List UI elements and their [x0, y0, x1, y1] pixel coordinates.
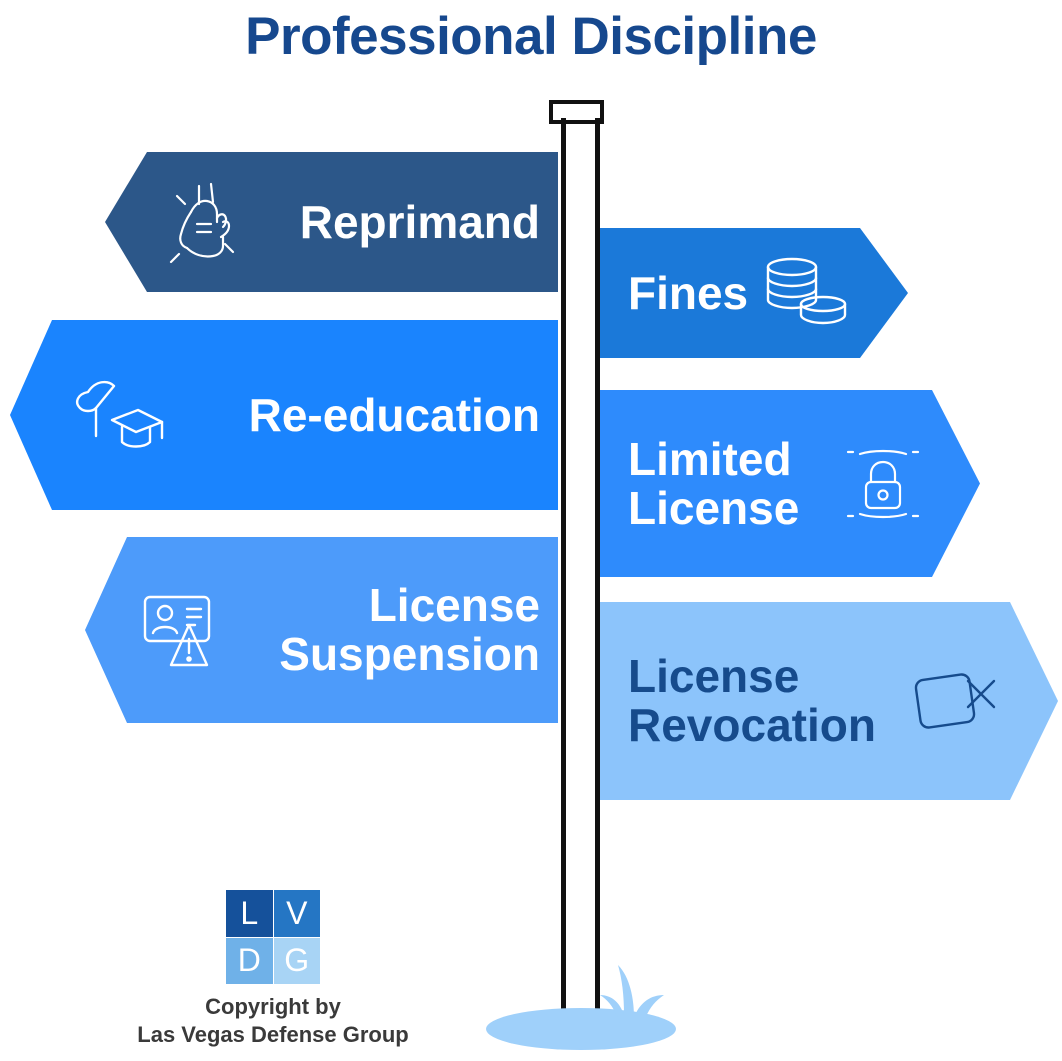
sign-license-revocation[interactable]: License Revocation	[600, 602, 1058, 800]
id-card-warning-icon	[143, 595, 211, 667]
grass-tuft-icon	[600, 965, 664, 1033]
sign-reprimand-label: Reprimand	[299, 195, 540, 248]
scolding-hand-icon	[169, 182, 235, 264]
logo-cell-g: G	[273, 937, 320, 984]
signpost-rail-left	[561, 118, 566, 1018]
sign-fines[interactable]: Fines	[600, 228, 908, 358]
logo-cell-d: D	[226, 937, 273, 984]
graduation-cap-flag-icon	[76, 380, 164, 448]
copyright-text: Copyright by Las Vegas Defense Group	[137, 994, 409, 1047]
sign-limited-license-label: Limited License	[628, 432, 800, 534]
padlock-brackets-icon	[844, 442, 922, 526]
sign-fines-label: Fines	[628, 266, 749, 319]
logo-cell-v: V	[273, 890, 320, 937]
logo-block: L V D G Copyright by Las Vegas Defense G…	[133, 890, 413, 1049]
sign-limited-license[interactable]: Limited License	[600, 390, 980, 577]
card-cross-icon	[908, 655, 1000, 747]
sign-suspension[interactable]: License Suspension	[85, 537, 558, 723]
lvdg-logo: L V D G	[226, 890, 320, 984]
page-title: Professional Discipline	[245, 7, 817, 66]
sign-suspension-label: License Suspension	[279, 579, 540, 680]
sign-reeducation-label: Re-education	[248, 388, 540, 441]
ground-mound	[486, 1008, 676, 1050]
sign-reeducation[interactable]: Re-education	[10, 320, 558, 510]
signpost-cap	[549, 100, 604, 124]
logo-cell-l: L	[226, 890, 273, 937]
sign-license-revocation-label: License Revocation	[628, 650, 876, 751]
coin-stack-icon	[760, 254, 850, 332]
signpost-rail-right	[595, 118, 600, 1018]
sign-reprimand[interactable]: Reprimand	[105, 152, 558, 292]
